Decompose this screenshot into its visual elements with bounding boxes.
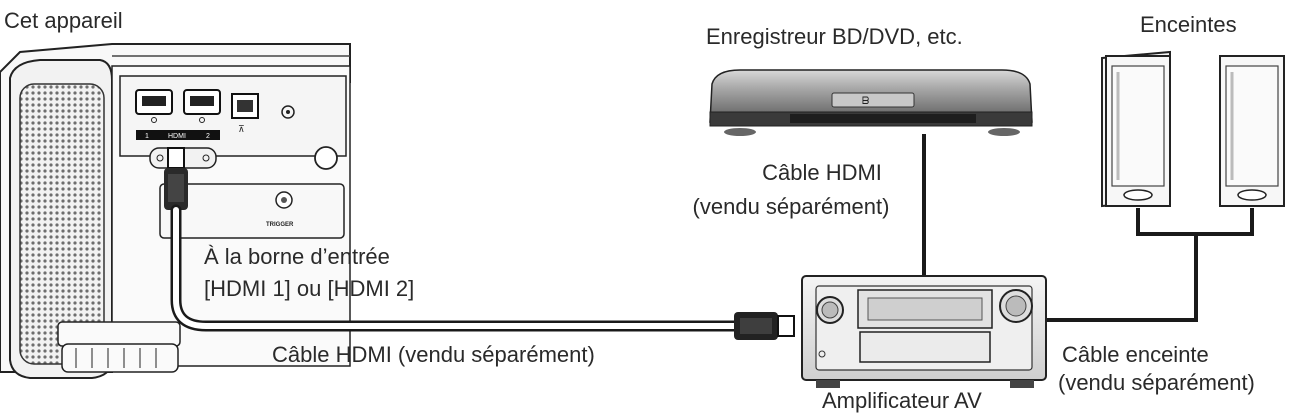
input-terminal-label-2: [HDMI 1] ou [HDMI 2]	[204, 276, 415, 301]
screw-icon	[281, 105, 295, 119]
projector-device: 1 HDMI 2 ⊼ TRIGGER	[0, 43, 351, 379]
svg-text:⊼: ⊼	[238, 125, 245, 135]
hdmi-port-2	[183, 89, 221, 123]
bluray-logo-icon: ᗷ	[862, 96, 869, 107]
hdmi-cable-top-label-1: Câble HDMI	[762, 160, 882, 185]
device-label: Cet appareil	[4, 8, 123, 33]
port-2-label: 2	[206, 133, 210, 140]
speaker-cable-label-1: Câble enceinte	[1062, 342, 1209, 367]
speaker-cable	[1046, 208, 1254, 322]
hdmi-cable-bottom-label: Câble HDMI (vendu séparément)	[272, 342, 595, 367]
speakers-label: Enceintes	[1140, 12, 1237, 37]
trigger-panel	[159, 183, 345, 239]
speaker-cable-label-2: (vendu séparément)	[1058, 370, 1255, 395]
speaker-left	[1101, 50, 1171, 208]
trigger-label: TRIGGER	[266, 222, 294, 228]
hdmi-plug-amp	[734, 312, 795, 340]
recorder-label: Enregistreur BD/DVD, etc.	[706, 24, 963, 49]
amplifier-label: Amplificateur AV	[822, 388, 982, 413]
bd-dvd-recorder: ᗷ	[709, 69, 1033, 136]
av-amplifier	[801, 275, 1047, 388]
round-port	[314, 146, 338, 170]
port-1-label: 1	[145, 133, 149, 140]
lan-port: ⊼	[231, 93, 259, 135]
speaker-right	[1219, 55, 1285, 207]
hdmi-port-1	[135, 89, 173, 123]
hdmi-port-label-bar	[136, 130, 220, 140]
hdmi-plug-projector	[164, 147, 188, 210]
input-terminal-label-1: À la borne d’entrée	[204, 244, 390, 269]
hdmi-port-label: HDMI	[168, 133, 186, 140]
amp-front-panel	[859, 331, 991, 363]
hdmi-cable-top-label-2: (vendu séparément)	[692, 194, 890, 219]
projector-foot	[57, 321, 181, 373]
